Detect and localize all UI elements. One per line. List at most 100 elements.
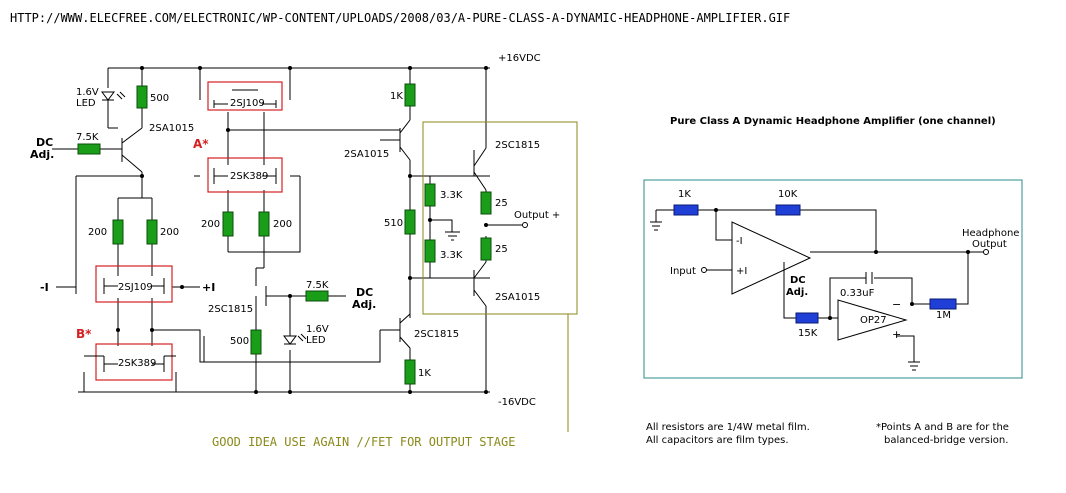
label-25-a: 25 (495, 198, 508, 209)
resistor-200-b (146, 219, 158, 245)
transistor-2sc1815-top: 2SC1815 (495, 140, 540, 151)
annotation-text: GOOD IDEA USE AGAIN //FET FOR OUTPUT STA… (212, 435, 515, 449)
op27-minus-sign: − (892, 298, 901, 311)
resistor-500-bot (250, 329, 262, 355)
resistor-200-a (112, 219, 124, 245)
label-1k-top: 1K (390, 91, 403, 102)
resistor-15k-op (795, 312, 819, 324)
label-7-5k-left: 7.5K (76, 132, 99, 143)
label-3-3k-b: 3.3K (440, 250, 463, 261)
note-resistors-line2: All capacitors are film types. (646, 435, 789, 446)
label-200-b: 200 (160, 227, 179, 238)
resistor-200-d (258, 211, 270, 237)
op-input-label: Input (670, 266, 696, 277)
point-b-label: B* (76, 327, 92, 341)
label-510: 510 (384, 218, 403, 229)
minus-i-label: -I (40, 281, 49, 294)
plus-i-label: +I (202, 281, 215, 294)
resistor-1k-top (404, 83, 416, 107)
fet-2sk389-bot: 2SK389 (118, 358, 156, 369)
transistor-2sa1015-mid: 2SA1015 (344, 149, 389, 160)
led-mid-symbol (283, 333, 307, 345)
op-minus-input-label: -I (736, 236, 743, 247)
led-mid-line2: LED (306, 335, 326, 346)
label-7-5k-mid: 7.5K (306, 280, 329, 291)
resistor-3-3k-b (424, 239, 436, 263)
rail-positive-label: +16VDC (498, 53, 541, 64)
opamp-resistors (673, 204, 957, 324)
resistor-7-5k-left (77, 143, 101, 155)
op-15k-label: 15K (798, 328, 818, 339)
point-a-label: A* (193, 137, 209, 151)
resistor-200-c (222, 211, 234, 237)
fet-2sj109-top: 2SJ109 (230, 98, 265, 109)
note-points-line2: balanced-bridge version. (884, 435, 1008, 446)
fet-2sk389-top: 2SK389 (230, 171, 268, 182)
op-cap-label: 0.33uF (840, 288, 875, 299)
led-mid-line1: 1.6V (306, 324, 329, 335)
source-url: HTTP://WWW.ELECFREE.COM/ELECTRONIC/WP-CO… (10, 11, 790, 25)
resistor-7-5k-mid (305, 290, 329, 302)
label-25-b: 25 (495, 244, 508, 255)
diagram-title: Pure Class A Dynamic Headphone Amplifier… (670, 116, 996, 127)
resistor-3-3k-a (424, 183, 436, 207)
op-1k-label: 1K (678, 189, 691, 200)
resistor-25-a (480, 191, 492, 215)
led-top-symbol (101, 91, 126, 101)
led-top-line2: LED (76, 98, 96, 109)
op-plus-input-label: +I (736, 266, 747, 277)
transistor-2sc1815-mid: 2SC1815 (208, 304, 253, 315)
fet-box-2sk389-bot (95, 343, 173, 381)
opamp-wires (650, 209, 989, 371)
led-top-line1: 1.6V (76, 87, 99, 98)
label-200-d: 200 (273, 219, 292, 230)
resistor-510 (404, 209, 416, 235)
output-label: Output + (514, 210, 560, 221)
op-1m-label: 1M (936, 310, 951, 321)
op27-label: OP27 (860, 315, 887, 326)
note-resistors-line1: All resistors are 1/4W metal film. (646, 422, 810, 433)
rail-negative-label: -16VDC (498, 397, 536, 408)
fet-box-2sj109-bot (95, 265, 173, 303)
transistor-2sa1015-out: 2SA1015 (495, 292, 540, 303)
junction-dots (116, 66, 488, 394)
resistor-25-b (480, 237, 492, 261)
resistor-10k-op (775, 204, 801, 216)
note-points-line1: *Points A and B are for the (876, 422, 1009, 433)
op-10k-label: 10K (778, 189, 798, 200)
transistor-2sc1815-bot: 2SC1815 (414, 329, 459, 340)
label-1k-bot: 1K (418, 368, 431, 379)
label-500-top: 500 (150, 93, 169, 104)
transistor-2sa1015-left: 2SA1015 (149, 123, 194, 134)
resistor-500-top (136, 85, 148, 109)
resistor-1m-op (929, 298, 957, 310)
opamp-frame (643, 179, 1023, 379)
fet-box-2sk389-top (207, 157, 283, 193)
resistor-1k-op (673, 204, 699, 216)
op27-plus-sign: + (892, 328, 901, 341)
main-resistors (77, 83, 492, 385)
fet-boxes (84, 81, 283, 381)
fet-2sj109-bot: 2SJ109 (118, 282, 153, 293)
output-stage-annotation-frame (422, 121, 578, 432)
label-200-c: 200 (201, 219, 220, 230)
opamp-dots (714, 208, 970, 320)
label-200-a: 200 (88, 227, 107, 238)
label-3-3k-a: 3.3K (440, 190, 463, 201)
label-500-bot: 500 (230, 336, 249, 347)
resistor-1k-bot (404, 359, 416, 385)
fet-box-2sj109-top (207, 81, 283, 111)
